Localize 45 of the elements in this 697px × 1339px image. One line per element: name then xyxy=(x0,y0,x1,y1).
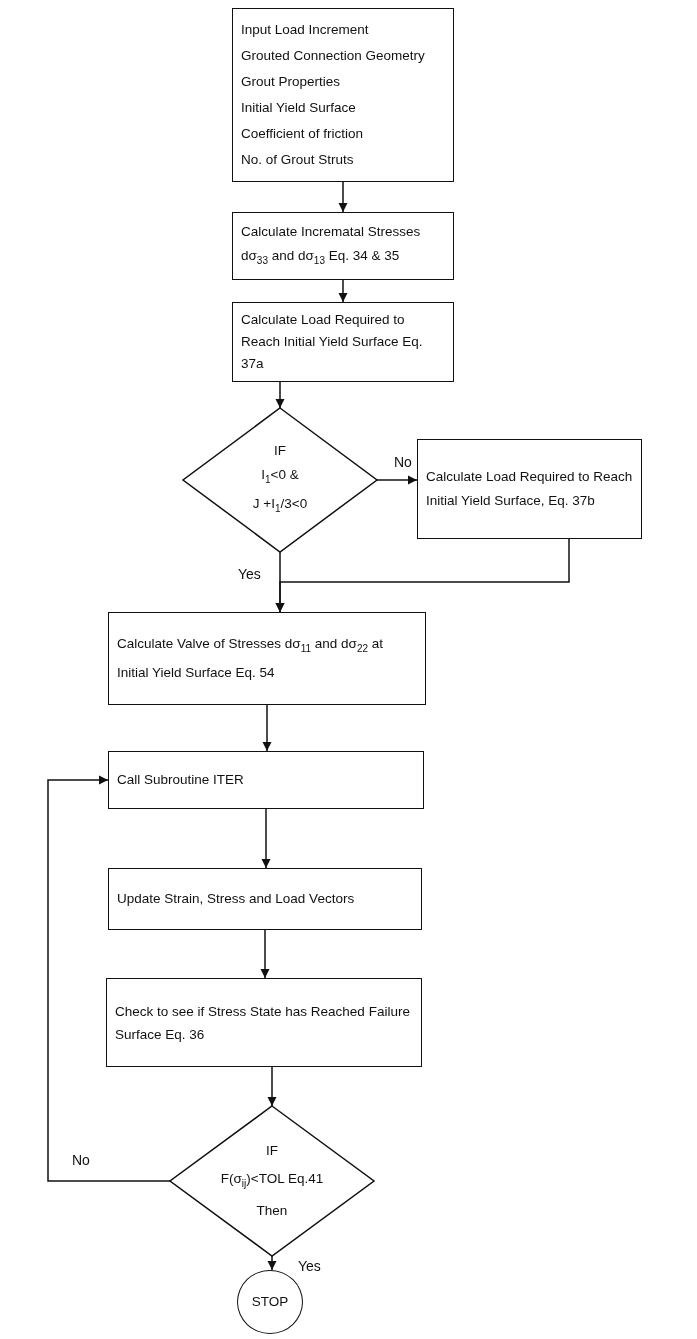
edge-label: Yes xyxy=(236,566,263,582)
terminal-text: STOP xyxy=(251,1293,289,1311)
process-text: Input Load Increment xyxy=(241,21,369,39)
edge-label: No xyxy=(392,454,414,470)
decision-diamond xyxy=(170,1106,374,1256)
process-box xyxy=(232,8,454,182)
arrow xyxy=(267,1255,277,1271)
edge-label: No xyxy=(70,1152,92,1168)
edge-label: Yes xyxy=(296,1258,323,1274)
arrow xyxy=(262,704,272,752)
condition-text: F(σ$_{ij}$)<TOL Eq.41 xyxy=(220,1169,324,1191)
arrow xyxy=(338,279,348,303)
arrow xyxy=(275,381,285,409)
arrow xyxy=(261,808,271,869)
process-box xyxy=(108,612,426,705)
process-box xyxy=(232,212,454,280)
condition-text: Then xyxy=(256,1202,288,1221)
process-box xyxy=(108,868,422,930)
process-box xyxy=(106,978,422,1067)
process-text: Calculate Load Required to Reach Initial Yield Surface, Eq. 37b xyxy=(426,468,633,510)
process-text: Call Subroutine ITER xyxy=(117,771,244,789)
process-text: Calculate Incrematal Stresses dσ$_{33}$ and dσ$_{13}$ Eq. 34 & 35 xyxy=(241,222,422,268)
arrow xyxy=(275,538,570,613)
arrow xyxy=(47,775,171,1182)
process-text: Coefficient of friction xyxy=(241,125,364,143)
process-text: Initial Yield Surface xyxy=(241,99,356,117)
process-text: Update Strain, Stress and Load Vectors xyxy=(117,890,355,908)
process-text: Check to see if Stress State has Reached Failure Surface Eq. 36 xyxy=(115,1002,411,1044)
condition-text: I$_{1}$<0 & xyxy=(261,466,299,487)
process-text: Grouted Connection Geometry xyxy=(241,47,425,65)
decision-diamond xyxy=(183,408,377,552)
process-text: Calculate Valve of Stresses dσ$_{11}$ and dσ$_{22}$ at Initial Yield Surface Eq. 54 xyxy=(117,635,385,682)
arrow xyxy=(260,929,270,979)
arrow xyxy=(267,1066,277,1107)
condition-text: IF xyxy=(266,1141,278,1160)
process-box xyxy=(417,439,642,539)
process-text: No. of Grout Struts xyxy=(241,151,354,169)
process-text: Grout Properties xyxy=(241,73,341,91)
condition-text: IF xyxy=(274,442,286,461)
process-box xyxy=(232,302,454,382)
process-text: Calculate Load Required to Reach Initial Yield Surface Eq. 37a xyxy=(241,311,424,373)
condition-text: J +I$_{1}$/3<0 xyxy=(252,495,308,516)
arrow xyxy=(376,475,418,485)
arrow xyxy=(338,181,348,213)
process-box xyxy=(108,751,424,809)
